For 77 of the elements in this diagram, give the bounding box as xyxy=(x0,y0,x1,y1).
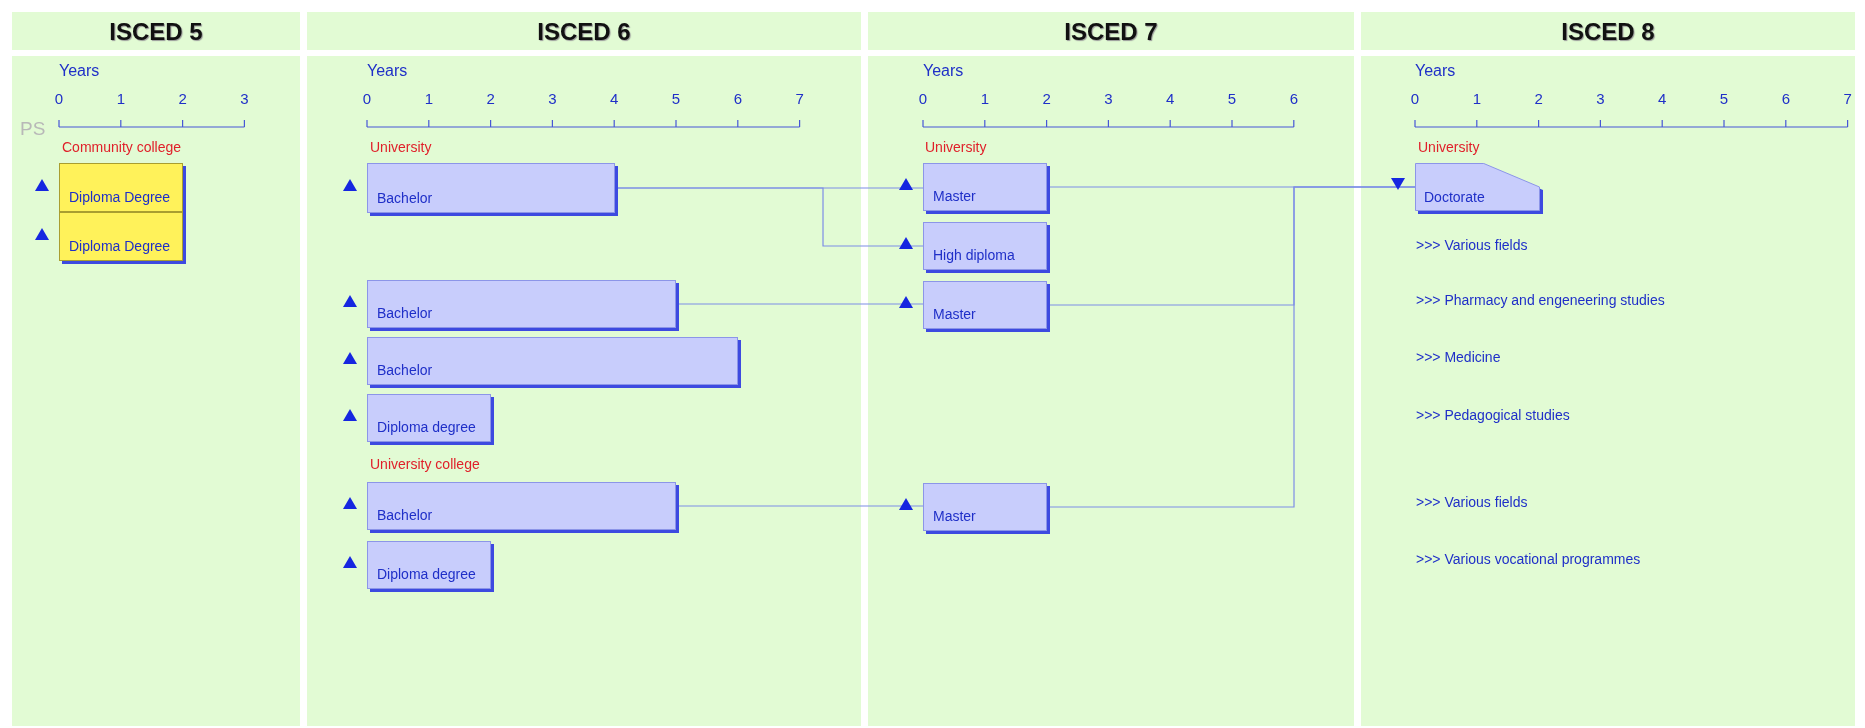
tick-label: 2 xyxy=(1042,90,1051,107)
tick-label: 3 xyxy=(1104,90,1113,107)
programme-name: Master xyxy=(933,508,976,524)
level-label: PS xyxy=(20,118,46,140)
column-panel xyxy=(868,12,1354,726)
connector-line xyxy=(1049,186,1416,508)
column-panel xyxy=(307,12,861,726)
tick-label: 5 xyxy=(671,90,681,107)
tick-label: 4 xyxy=(1166,90,1175,107)
tick-label: 0 xyxy=(918,90,928,107)
level-heading: ISCED 8 xyxy=(1561,18,1655,46)
programme-name: Diploma degree xyxy=(377,419,476,435)
programme-bar xyxy=(367,394,491,442)
programme-bar xyxy=(923,281,1047,329)
tick-label: 2 xyxy=(486,90,495,107)
tick-label: 0 xyxy=(362,90,372,107)
programme-bar xyxy=(923,222,1047,270)
level-heading: ISCED 5 xyxy=(109,18,203,46)
tick-label: 2 xyxy=(178,90,187,107)
field-note: >>> Various vocational programmes xyxy=(1416,551,1641,567)
programme-bar xyxy=(367,280,676,328)
programme-bar xyxy=(923,163,1047,211)
programme-bar xyxy=(367,337,738,385)
programme-bar xyxy=(59,163,183,212)
programme-bar xyxy=(367,482,676,530)
connector-line xyxy=(678,303,924,305)
tick-label: 5 xyxy=(1719,90,1729,107)
programme-tab xyxy=(1415,163,1540,211)
tick-label: 7 xyxy=(1843,90,1852,107)
connector-line xyxy=(617,187,924,247)
programme-name: Bachelor xyxy=(377,362,433,378)
field-note: >>> Various fields xyxy=(1416,237,1528,253)
tick-label: 1 xyxy=(980,90,989,107)
institution-label: University college xyxy=(370,456,480,472)
level-heading: ISCED 7 xyxy=(1064,18,1158,46)
axis-title: Years xyxy=(923,62,964,80)
tick-label: 5 xyxy=(1227,90,1237,107)
column-panel xyxy=(12,12,300,726)
level-heading: ISCED 6 xyxy=(537,18,631,46)
programme-name: Diploma Degree xyxy=(69,189,171,205)
tick-label: 3 xyxy=(240,90,249,107)
tick-label: 1 xyxy=(1472,90,1481,107)
tick-label: 1 xyxy=(116,90,125,107)
field-note: >>> Pharmacy and engeneering studies xyxy=(1416,292,1665,308)
programme-bar xyxy=(923,483,1047,531)
tick-label: 6 xyxy=(733,90,742,107)
programme-name: Master xyxy=(933,188,976,204)
tick-label: 6 xyxy=(1781,90,1790,107)
tick-label: 0 xyxy=(54,90,64,107)
field-note: >>> Medicine xyxy=(1416,349,1501,365)
axis-title: Years xyxy=(59,62,100,80)
tick-label: 0 xyxy=(1410,90,1420,107)
programme-name: High diploma xyxy=(933,247,1015,263)
programme-bar xyxy=(59,212,183,261)
programme-name: Bachelor xyxy=(377,305,433,321)
axis-title: Years xyxy=(1415,62,1456,80)
tick-label: 1 xyxy=(424,90,433,107)
programme-bar xyxy=(367,541,491,589)
tick-label: 3 xyxy=(548,90,557,107)
programme-name: Bachelor xyxy=(377,507,433,523)
programme-name: Doctorate xyxy=(1424,189,1485,205)
programme-bar xyxy=(367,163,615,213)
column-panel xyxy=(1361,12,1855,726)
field-note: >>> Pedagogical studies xyxy=(1416,407,1570,423)
tick-label: 4 xyxy=(1658,90,1667,107)
tick-label: 6 xyxy=(1289,90,1298,107)
programme-name: Bachelor xyxy=(377,190,433,206)
tick-label: 3 xyxy=(1596,90,1605,107)
programme-name: Master xyxy=(933,306,976,322)
field-note: >>> Various fields xyxy=(1416,494,1528,510)
connector-line xyxy=(678,505,924,507)
tick-label: 4 xyxy=(610,90,619,107)
axis-title: Years xyxy=(367,62,408,80)
tick-label: 2 xyxy=(1534,90,1543,107)
programme-name: Diploma degree xyxy=(377,566,476,582)
programme-name: Diploma Degree xyxy=(69,238,171,254)
tick-label: 7 xyxy=(795,90,804,107)
